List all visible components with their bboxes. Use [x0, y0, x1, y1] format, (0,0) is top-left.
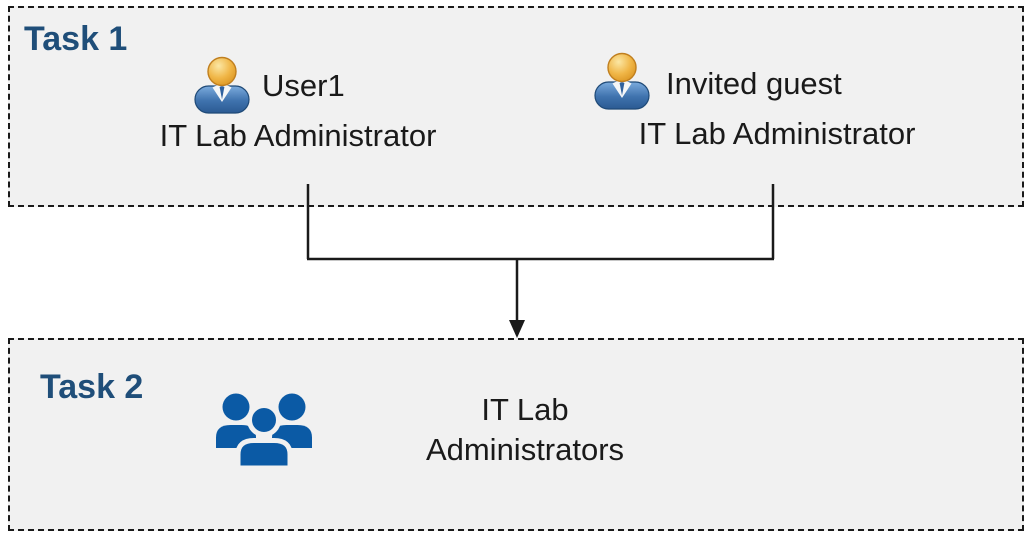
task2-title: Task 2	[40, 368, 144, 406]
person1-role: IT Lab Administrator	[159, 118, 437, 153]
person1-name: User1	[262, 68, 345, 103]
person2-name: Invited guest	[666, 66, 842, 101]
task2-panel	[8, 338, 1024, 531]
task1-panel	[8, 6, 1024, 207]
people-group-icon	[212, 392, 316, 480]
person-icon	[592, 52, 652, 110]
person-icon	[192, 56, 252, 114]
task1-title: Task 1	[24, 20, 128, 58]
person2-role: IT Lab Administrator	[638, 116, 916, 151]
group-name: IT Lab Administrators	[425, 392, 625, 468]
